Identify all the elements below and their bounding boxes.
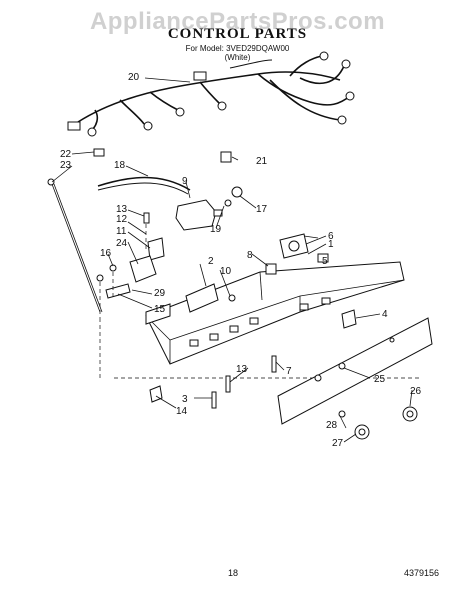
harness-terminal-3 [217, 101, 227, 111]
callout-16: 16 [100, 248, 112, 259]
callout-3: 3 [182, 394, 188, 405]
color-line: (White) [224, 53, 251, 62]
bracket-11 [147, 237, 165, 261]
page-number: 18 [228, 568, 239, 578]
callout-29: 29 [154, 288, 166, 299]
bracket-21 [220, 151, 232, 163]
screw-7 [271, 355, 277, 373]
bracket-2 [185, 283, 219, 313]
callout-17: 17 [256, 204, 268, 215]
model-line: For Model: 3VED29DQAW00 [185, 44, 290, 53]
callout-9: 9 [182, 176, 188, 187]
callout-8: 8 [247, 250, 253, 261]
callout-11: 11 [116, 226, 127, 237]
bracket-15 [105, 283, 131, 299]
bracket-4 [341, 309, 357, 329]
harness-terminal-2 [175, 107, 185, 117]
screw-3 [211, 391, 217, 409]
callout-2: 2 [208, 256, 214, 267]
console-panel [277, 317, 433, 425]
callout-1: 1 [328, 239, 334, 250]
harness-terminal-8 [87, 127, 97, 137]
harness-terminal-4 [345, 91, 355, 101]
diagram-subtitle: For Model: 3VED29DQAW00 (White) [0, 44, 475, 62]
washer-28 [338, 410, 346, 418]
callout-28: 28 [326, 420, 338, 431]
clip-14 [149, 385, 163, 403]
callout-18: 18 [114, 160, 126, 171]
callout-14: 14 [176, 406, 188, 417]
callout-20: 20 [128, 72, 140, 83]
harness-terminal-1 [143, 121, 153, 131]
knob-17 [231, 186, 243, 198]
callout-25: 25 [374, 374, 386, 385]
callout-15: 15 [154, 304, 166, 315]
callout-12: 12 [116, 214, 128, 225]
callout-24: 24 [116, 238, 128, 249]
callout-26: 26 [410, 386, 422, 397]
switch-24 [129, 255, 157, 283]
callout-22: 22 [60, 149, 72, 160]
callout-4: 4 [382, 309, 388, 320]
harness-connector-mid [193, 71, 207, 81]
diagram-title: CONTROL PARTS [167, 26, 308, 42]
harness-terminal-5 [337, 115, 347, 125]
document-number: 4379156 [404, 568, 440, 578]
callout-19: 19 [210, 224, 222, 235]
control-thermostat [175, 199, 217, 231]
callout-10: 10 [220, 266, 232, 277]
callout-13-top: 13 [116, 204, 128, 215]
harness-connector-left [67, 121, 81, 131]
callout-13-bottom: 13 [236, 364, 248, 375]
screw-13-bottom [225, 375, 231, 393]
part-5 [317, 253, 329, 263]
callout-7: 7 [286, 366, 292, 377]
capillary-tube [97, 176, 191, 191]
callout-6: 6 [328, 231, 334, 242]
callout-23: 23 [60, 160, 72, 171]
screw-13-top [143, 212, 150, 224]
callout-5: 5 [322, 256, 328, 267]
harness-terminal-6 [341, 59, 351, 69]
callout-27: 27 [332, 438, 344, 449]
watermark: AppliancePartsPros.com [89, 8, 386, 35]
connector-8 [265, 263, 277, 275]
wire-harness [67, 51, 355, 137]
harness-terminal-7 [319, 51, 329, 61]
clip-part [93, 148, 105, 157]
control-housing [145, 261, 405, 365]
rod-part [51, 183, 101, 313]
callout-21: 21 [256, 156, 268, 167]
